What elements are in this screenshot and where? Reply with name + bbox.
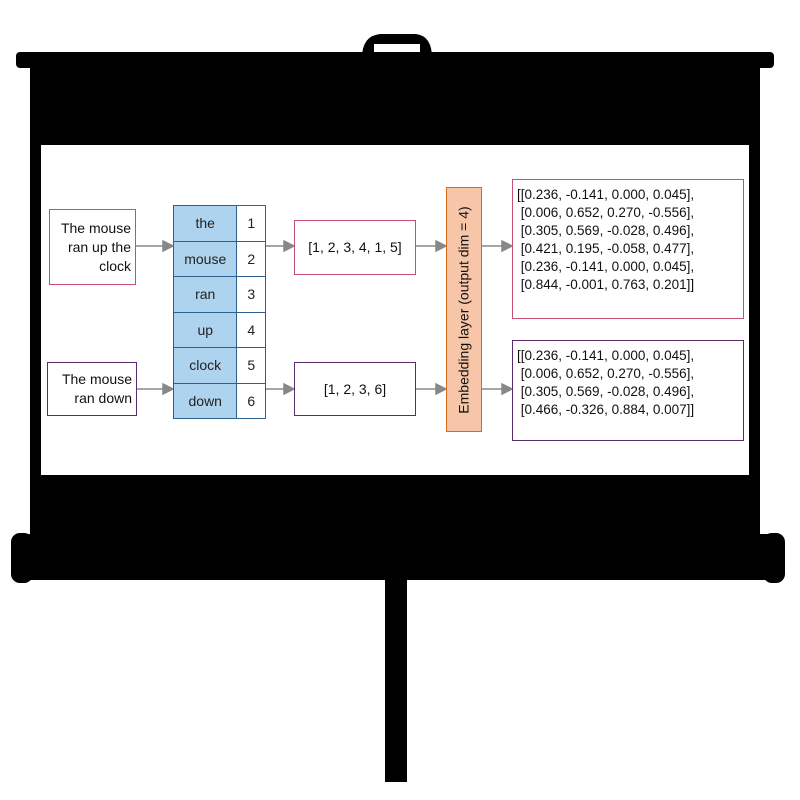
vocab-row: down 6 <box>172 382 266 419</box>
vocab-word: down <box>172 382 238 419</box>
screen-right-cap <box>763 533 785 583</box>
vocab-row: mouse 2 <box>172 240 266 277</box>
embedding-row: [0.006, 0.652, 0.270, -0.556], <box>517 205 695 220</box>
vocab-row: the 1 <box>172 205 266 242</box>
sentence-box-1: The mouse ran up the clock <box>49 209 136 285</box>
embedding-row: [0.305, 0.569, -0.028, 0.496], <box>517 223 695 238</box>
arrowhead <box>283 382 296 396</box>
embedding-row: [0.006, 0.652, 0.270, -0.556], <box>517 366 695 381</box>
vocab-index: 5 <box>236 347 266 384</box>
screen-stand-pole <box>385 578 407 782</box>
sentence-box-2: The mouse ran down <box>47 362 137 416</box>
embedding-row: [[0.236, -0.141, 0.000, 0.045], <box>517 348 695 363</box>
vocab-word: up <box>172 311 238 348</box>
embedding-output-box-1: [[0.236, -0.141, 0.000, 0.045], [0.006, … <box>512 179 744 319</box>
embedding-layer-box: Embedding layer (output dim = 4) <box>446 187 482 432</box>
sentence-text-2: The mouse ran down <box>61 371 132 406</box>
vocab-index: 1 <box>236 205 266 242</box>
vocabulary-table: the 1 mouse 2 ran 3 up 4 clock 5 down 6 <box>172 205 266 419</box>
arrowhead <box>501 239 514 253</box>
arrowhead <box>435 239 448 253</box>
vocab-index: 6 <box>236 382 266 419</box>
index-sequence-box-2: [1, 2, 3, 6] <box>294 362 416 416</box>
embedding-row: [0.844, -0.001, 0.763, 0.201]] <box>517 277 695 292</box>
embedding-layer-label: Embedding layer (output dim = 4) <box>456 205 473 414</box>
vocab-row: ran 3 <box>172 276 266 313</box>
embedding-row: [0.466, -0.326, 0.884, 0.007]] <box>517 402 695 417</box>
embedding-row: [[0.236, -0.141, 0.000, 0.045], <box>517 187 695 202</box>
vocab-index: 3 <box>236 276 266 313</box>
vocab-row: up 4 <box>172 311 266 348</box>
vocab-word: the <box>172 205 238 242</box>
vocab-word: clock <box>172 347 238 384</box>
vocab-index: 2 <box>236 240 266 277</box>
arrowhead <box>501 382 514 396</box>
index-sequence-2: [1, 2, 3, 6] <box>323 380 387 397</box>
embedding-row: [0.305, 0.569, -0.028, 0.496], <box>517 384 695 399</box>
index-sequence-1: [1, 2, 3, 4, 1, 5] <box>308 239 402 255</box>
embedding-row: [0.236, -0.141, 0.000, 0.045], <box>517 259 695 274</box>
sentence-text-1: The mouse ran up the clock <box>60 219 131 274</box>
vocab-row: clock 5 <box>172 347 266 384</box>
screen-handle <box>362 34 432 58</box>
arrowhead <box>283 239 296 253</box>
embedding-row: [0.421, 0.195, -0.058, 0.477], <box>517 241 695 256</box>
screen-bottom-bar <box>20 534 780 580</box>
vocab-index: 4 <box>236 311 266 348</box>
index-sequence-box-1: [1, 2, 3, 4, 1, 5] <box>294 220 416 275</box>
vocab-word: ran <box>172 276 238 313</box>
arrowhead <box>435 382 448 396</box>
embedding-output-box-2: [[0.236, -0.141, 0.000, 0.045], [0.006, … <box>512 340 744 441</box>
arrowhead <box>162 382 175 396</box>
arrowhead <box>162 239 175 253</box>
vocab-word: mouse <box>172 240 238 277</box>
screen-left-cap <box>11 533 33 583</box>
